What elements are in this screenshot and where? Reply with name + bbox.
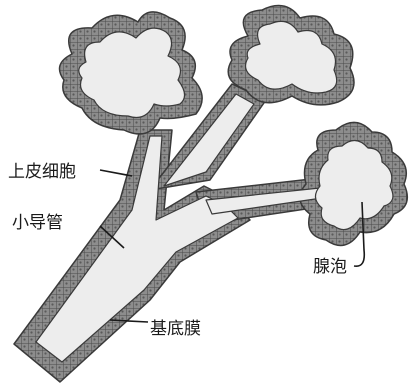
label-epithelial-cells: 上皮细胞 <box>8 162 76 182</box>
label-basement-membrane: 基底膜 <box>150 319 201 339</box>
label-acinus: 腺泡 <box>313 257 347 277</box>
label-small-duct: 小导管 <box>12 213 63 233</box>
